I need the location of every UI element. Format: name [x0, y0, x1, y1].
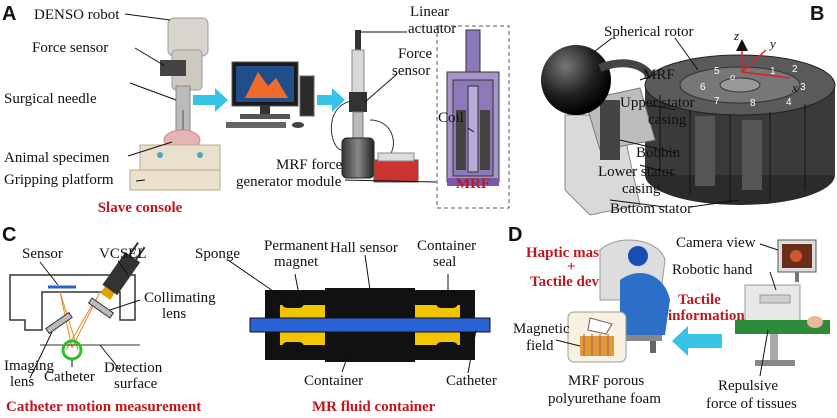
- label-camera-view: Camera view: [676, 235, 756, 251]
- tactile-flow-arrow: [672, 326, 722, 356]
- label-permanent-2: magnet: [274, 254, 319, 270]
- label-lower-stator-1: Lower stator: [598, 164, 674, 180]
- label-force-sensor-2-2: sensor: [392, 63, 430, 79]
- label-catheter-c1: Catheter: [44, 369, 95, 385]
- label-mrf-foam-2: polyurethane foam: [548, 391, 661, 407]
- panel-d-letter: D: [508, 224, 522, 246]
- label-plus: +: [567, 259, 576, 275]
- label-magnetic-2: field: [526, 338, 554, 354]
- label-collimating-2: lens: [162, 306, 186, 322]
- svg-text:x: x: [791, 80, 798, 95]
- panel-b: B 1 2 3 4: [541, 3, 836, 217]
- label-repulsive-1: Repulsive: [718, 378, 778, 394]
- operator-illustration: [599, 239, 670, 353]
- svg-text:6: 6: [700, 82, 706, 93]
- label-collimating-1: Collimating: [144, 290, 216, 306]
- svg-text:8: 8: [750, 98, 756, 109]
- coordinate-axes: z x y o: [730, 28, 798, 95]
- label-bobbin: Bobbin: [636, 145, 681, 161]
- flow-arrow-1: [193, 88, 228, 112]
- svg-text:z: z: [733, 28, 739, 43]
- label-mrf-a: MRF: [456, 176, 490, 192]
- label-container-seal-1: Container: [417, 238, 476, 254]
- label-surgical-needle: Surgical needle: [4, 91, 97, 107]
- label-tactile-info-1: Tactile: [678, 292, 721, 308]
- label-catheter-c2: Catheter: [446, 373, 497, 389]
- label-vcsel: VCSEL: [99, 246, 147, 262]
- caption-mr-fluid-container: MR fluid container: [312, 399, 436, 415]
- surgical-robot: [735, 284, 830, 366]
- label-lower-stator-2: casing: [622, 181, 661, 197]
- label-gripping-platform: Gripping platform: [4, 172, 114, 188]
- panel-a: A DENSO robot Force sensor Surgical need…: [2, 3, 510, 216]
- svg-text:o: o: [730, 72, 735, 83]
- svg-text:7: 7: [714, 96, 720, 107]
- label-bottom-stator: Bottom stator: [610, 201, 692, 217]
- caption-slave-console: Slave console: [98, 200, 183, 216]
- denso-robot-illustration: [129, 17, 221, 191]
- caption-catheter-motion: Catheter motion measurement: [6, 399, 201, 415]
- label-mrf-b: MRF: [643, 67, 675, 83]
- label-container: Container: [304, 373, 363, 389]
- label-animal-specimen: Animal specimen: [4, 150, 110, 166]
- camera-view: [777, 239, 817, 282]
- label-mrf-force-2: generator module: [236, 174, 342, 190]
- label-haptic-master: Haptic master: [526, 245, 618, 261]
- foam-illustration: [567, 311, 627, 363]
- label-sensor: Sensor: [22, 246, 63, 262]
- panel-a-letter: A: [2, 3, 16, 25]
- label-force-sensor: Force sensor: [32, 40, 108, 56]
- label-spherical-rotor: Spherical rotor: [604, 24, 694, 40]
- label-linear-actuator-2: actuator: [408, 21, 456, 37]
- label-tactile-info-2: information: [668, 308, 745, 324]
- label-magnetic-1: Magnetic: [513, 321, 570, 337]
- label-coil: Coil: [438, 110, 464, 126]
- label-denso-robot: DENSO robot: [34, 7, 120, 23]
- mr-fluid-container: [249, 288, 491, 362]
- flow-arrow-2: [317, 88, 345, 112]
- label-hall-sensor: Hall sensor: [330, 240, 398, 256]
- spherical-rotor: [541, 45, 611, 115]
- label-force-sensor-2-1: Force: [398, 46, 432, 62]
- label-upper-stator-1: Upper stator: [620, 95, 695, 111]
- label-sponge: Sponge: [195, 246, 240, 262]
- label-tactile-device: Tactile device: [530, 274, 617, 290]
- panel-b-letter: B: [810, 3, 824, 25]
- svg-text:2: 2: [792, 64, 798, 75]
- mrf-cross-section: [436, 25, 510, 209]
- label-container-seal-2: seal: [433, 254, 456, 270]
- label-linear-actuator-1: Linear: [410, 4, 449, 20]
- panel-c-letter: C: [2, 224, 16, 246]
- svg-text:5: 5: [714, 66, 720, 77]
- label-mrf-force-1: MRF force: [276, 157, 343, 173]
- label-imaging-2: lens: [10, 374, 34, 390]
- panel-c: C Sensor VCSEL Collimating len: [2, 224, 497, 415]
- svg-text:1: 1: [770, 66, 776, 77]
- label-upper-stator-2: casing: [648, 112, 687, 128]
- label-detection-2: surface: [114, 376, 158, 392]
- computer-illustration: [226, 61, 315, 128]
- label-detection-1: Detection: [104, 360, 163, 376]
- panel-d: D Haptic master + Tactile device Magneti…: [508, 224, 830, 412]
- label-robotic-hand: Robotic hand: [672, 262, 753, 278]
- label-permanent-1: Permanent: [264, 238, 329, 254]
- label-repulsive-2: force of tissues: [706, 396, 797, 412]
- svg-text:4: 4: [786, 97, 792, 108]
- svg-text:y: y: [768, 36, 776, 51]
- segment-numbers: 1 2 3 4 5 6 7 8: [700, 64, 806, 109]
- optical-sensor: [9, 241, 146, 361]
- svg-text:3: 3: [800, 82, 806, 93]
- label-mrf-foam-1: MRF porous: [568, 373, 644, 389]
- label-imaging-1: Imaging: [4, 358, 54, 374]
- actuator-assembly: [330, 30, 419, 183]
